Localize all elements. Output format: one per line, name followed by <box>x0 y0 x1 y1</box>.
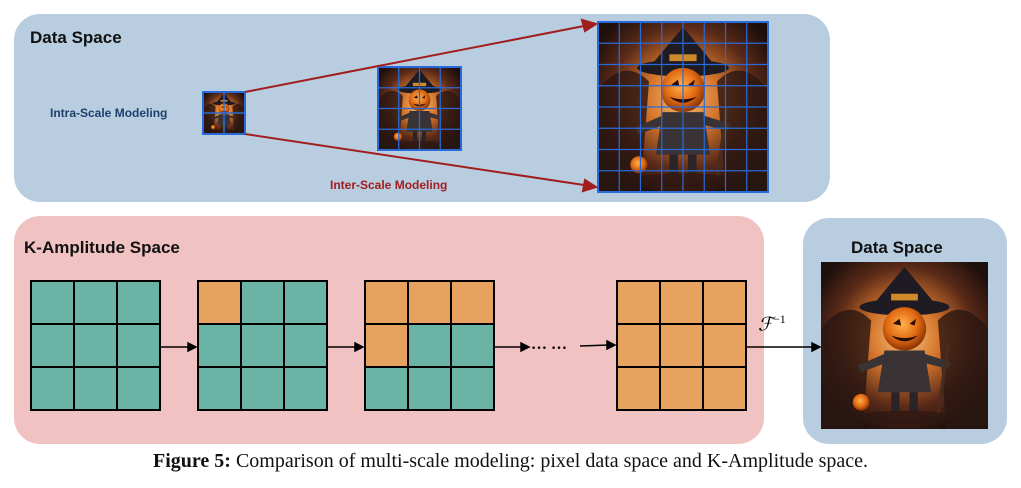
grid-cell <box>199 325 240 366</box>
data-space-right-title: Data Space <box>851 238 943 257</box>
grid-cell <box>452 282 493 323</box>
grid-cell <box>704 368 745 409</box>
grid-cell <box>32 325 73 366</box>
transform-exponent: −1 <box>772 312 786 326</box>
grid-cell <box>242 282 283 323</box>
grid-cell <box>661 325 702 366</box>
grid-cell <box>32 368 73 409</box>
grid-cell <box>366 325 407 366</box>
grid-cell <box>242 368 283 409</box>
k-amplitude-grid-step-3 <box>364 280 495 411</box>
image-thumbnail-2x2 <box>202 91 246 135</box>
grid-cell <box>661 368 702 409</box>
grid-cell <box>285 368 326 409</box>
image-thumbnail-4x4 <box>377 66 462 151</box>
grid-cell <box>409 368 450 409</box>
data-space-title: Data Space <box>30 28 122 47</box>
grid-cell <box>199 368 240 409</box>
grid-cell <box>366 282 407 323</box>
grid-cell <box>618 325 659 366</box>
ellipsis: … … <box>531 336 567 353</box>
inverse-transform-label: ℱ−1 <box>758 312 786 336</box>
grid-cell <box>618 282 659 323</box>
grid-cell <box>452 368 493 409</box>
grid-cell <box>199 282 240 323</box>
reconstructed-image <box>821 262 988 429</box>
grid-cell <box>75 325 116 366</box>
grid-cell <box>452 325 493 366</box>
grid-cell <box>704 282 745 323</box>
k-amplitude-grid-step-1 <box>30 280 161 411</box>
grid-cell <box>661 282 702 323</box>
image-thumbnail-8x8 <box>597 21 769 193</box>
grid-cell <box>118 325 159 366</box>
intra-scale-label: Intra-Scale Modeling <box>50 106 168 120</box>
k-amplitude-grid-step-2 <box>197 280 328 411</box>
grid-cell <box>285 282 326 323</box>
transform-symbol: ℱ <box>758 314 773 336</box>
figure-caption: Figure 5: Comparison of multi-scale mode… <box>0 450 1021 473</box>
grid-cell <box>75 282 116 323</box>
k-amplitude-grid-final <box>616 280 747 411</box>
caption-prefix: Figure 5: <box>152 450 231 472</box>
inter-scale-label: Inter-Scale Modeling <box>330 178 448 192</box>
grid-cell <box>618 368 659 409</box>
grid-cell <box>366 368 407 409</box>
grid-cell <box>704 325 745 366</box>
grid-cell <box>118 368 159 409</box>
grid-cell <box>409 325 450 366</box>
grid-cell <box>242 325 283 366</box>
grid-cell <box>118 282 159 323</box>
inter-scale-arrows <box>244 18 599 193</box>
grid-cell <box>75 368 116 409</box>
caption-text: Comparison of multi-scale modeling: pixe… <box>230 450 868 472</box>
k-amplitude-title: K-Amplitude Space <box>24 238 180 257</box>
sequence-arrows <box>161 339 822 353</box>
grid-cell <box>32 282 73 323</box>
grid-cell <box>285 325 326 366</box>
grid-cell <box>409 282 450 323</box>
